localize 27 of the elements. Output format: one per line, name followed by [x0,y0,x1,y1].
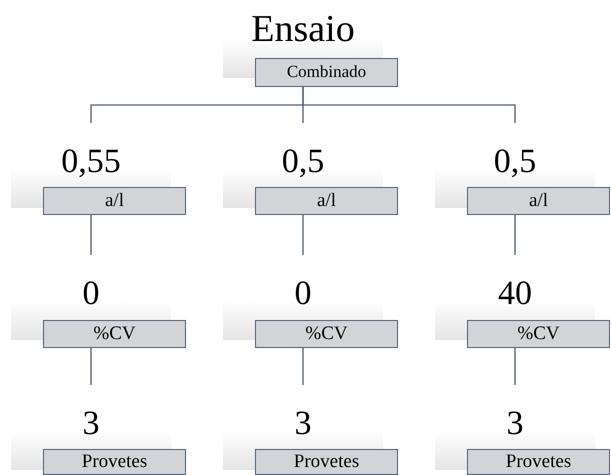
category-box: %CV [467,320,610,348]
category-box: a/l [255,187,398,215]
connector-line [514,215,516,255]
connector-line [90,348,92,385]
value-label: 40 [497,277,533,311]
value-label: 3 [506,407,524,441]
category-box: %CV [255,320,398,348]
category-box: a/l [43,187,186,215]
connector-line [514,348,516,385]
value-label: 3 [82,407,100,441]
category-box: a/l [467,187,610,215]
connector-line [302,348,304,385]
category-box: %CV [43,320,186,348]
connector-line [90,215,92,255]
value-label: 0 [294,277,312,311]
category-box: Provetes [43,449,186,475]
connector-line [302,87,516,123]
value-label: 0 [82,277,100,311]
value-label: 0,5 [492,145,538,179]
value-label: 3 [294,407,312,441]
category-box: Combinado [255,58,398,87]
value-label: 0,55 [60,145,122,179]
heading: Ensaio [250,10,356,48]
category-box: Provetes [467,449,610,475]
value-label: 0,5 [280,145,326,179]
category-box: Provetes [255,449,398,475]
connector-line [302,215,304,255]
